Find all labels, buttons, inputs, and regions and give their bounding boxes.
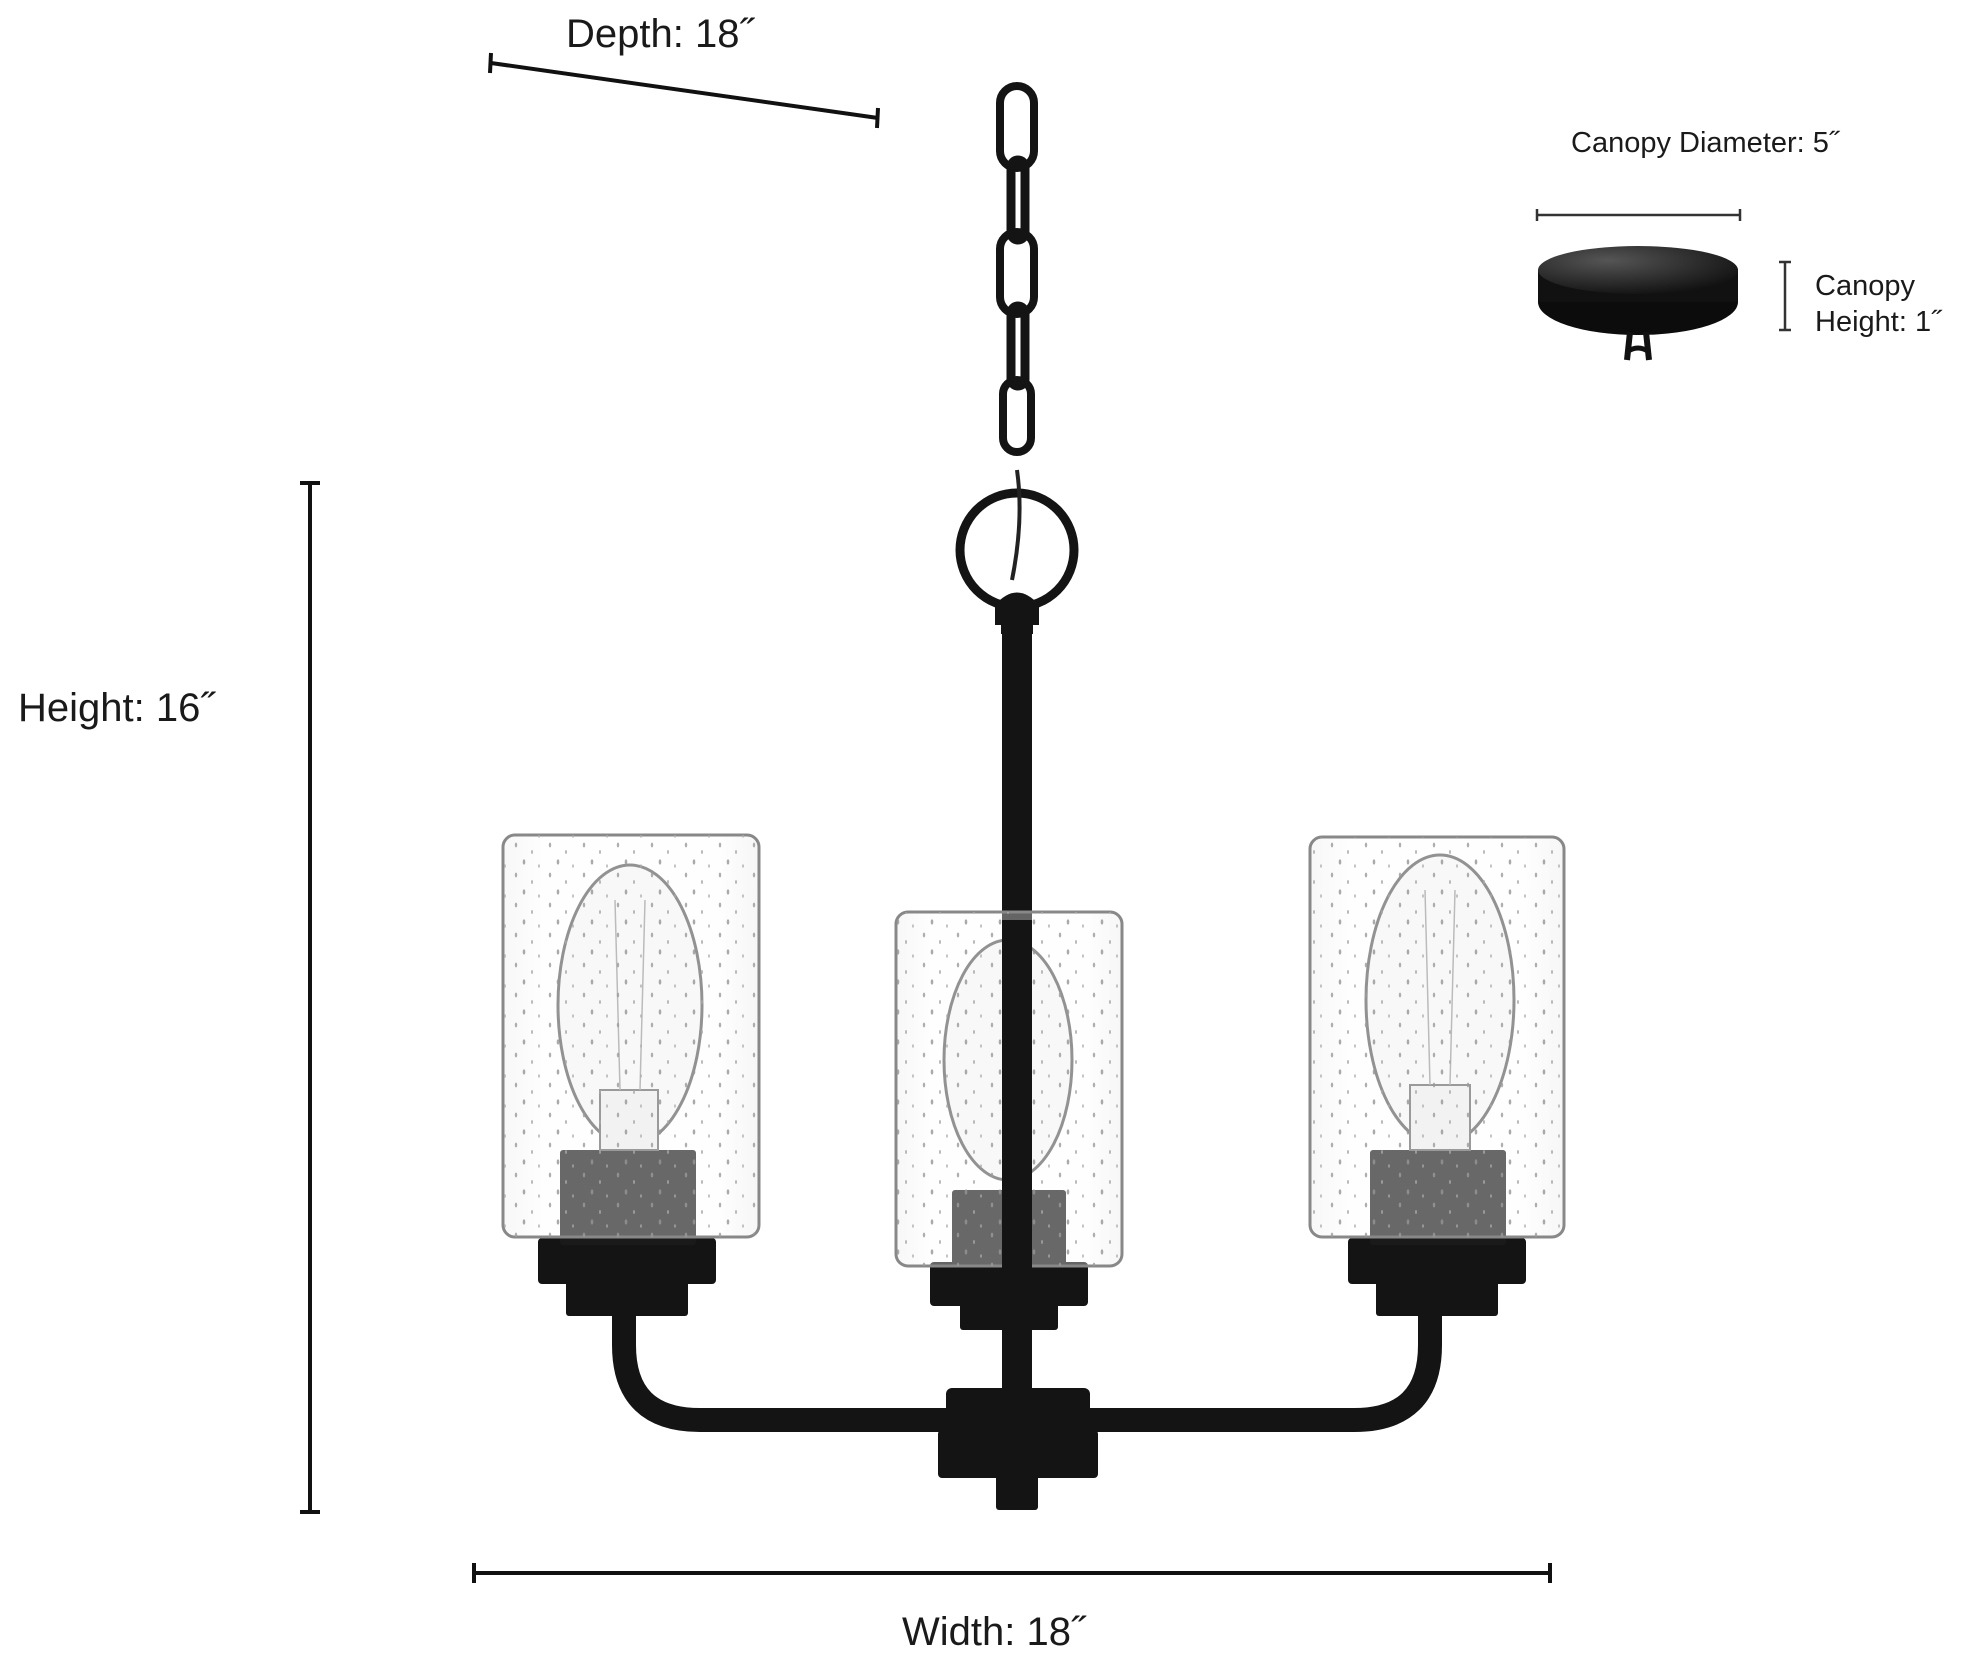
height-dimension-line [300, 481, 320, 1514]
canopy-height-label-line2: Height: 1˝ [1815, 306, 1941, 338]
right-light [1308, 835, 1566, 1316]
canopy-diameter-label: Canopy Diameter: 5˝ [1571, 127, 1839, 159]
stem-collar [995, 592, 1039, 634]
height-label: Height: 16˝ [18, 686, 214, 730]
right-cup [1348, 1238, 1526, 1316]
wire [1010, 469, 1022, 581]
canopy [1538, 246, 1738, 361]
left-light [501, 833, 761, 1316]
center-body [938, 1388, 1098, 1510]
canopy-height-label-line1: Canopy [1815, 270, 1915, 302]
width-label: Width: 18˝ [902, 1610, 1085, 1654]
depth-dimension-line [488, 52, 880, 129]
canopy-diameter-line [1535, 209, 1742, 221]
chain [996, 82, 1038, 456]
depth-label: Depth: 18˝ [566, 12, 753, 56]
canopy-height-line [1779, 260, 1791, 332]
arms [612, 1305, 1442, 1432]
canopy-height-label: Canopy Height: 1˝ [1815, 268, 1941, 340]
width-dimension-line [472, 1563, 1552, 1583]
left-cup [538, 1238, 716, 1316]
center-light [894, 910, 1124, 1340]
